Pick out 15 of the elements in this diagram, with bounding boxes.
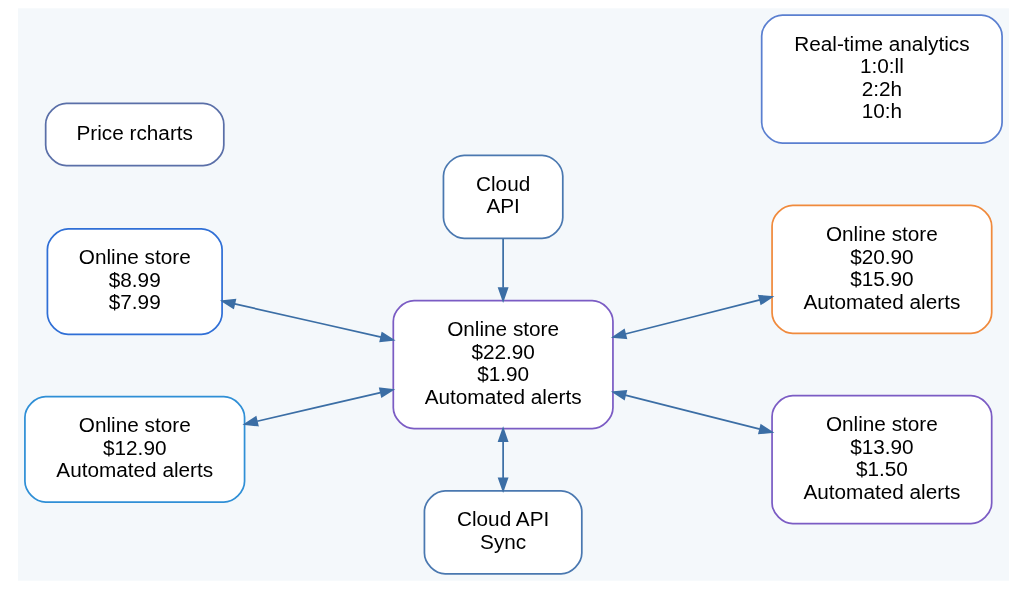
arrow bbox=[241, 387, 395, 427]
arrow bbox=[610, 389, 774, 435]
node-box: Online store $20.90 $15.90 Automated alerts bbox=[770, 204, 993, 335]
arrow bbox=[219, 298, 396, 343]
arrow bbox=[497, 426, 509, 493]
node-box: Cloud API bbox=[442, 154, 564, 240]
node-box: Online store $8.99 $7.99 bbox=[46, 227, 223, 336]
node-box: Cloud API Sync bbox=[423, 489, 583, 575]
node-box: Online store $22.90 $1.90 Automated alerts bbox=[391, 299, 614, 430]
node-box: Online store $12.90 Automated alerts bbox=[23, 395, 245, 503]
arrow bbox=[610, 294, 774, 340]
node-box: Real-time analytics 1:0:ll 2:2h 10:h bbox=[760, 14, 1003, 145]
node-box: Price rcharts bbox=[44, 102, 225, 167]
arrow bbox=[497, 237, 509, 303]
node-box: Online store $13.90 $1.50 Automated alerts bbox=[770, 394, 993, 525]
